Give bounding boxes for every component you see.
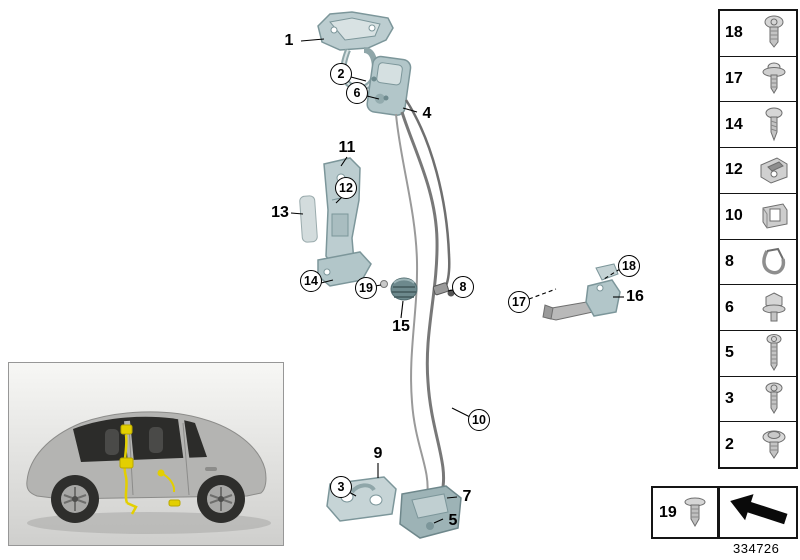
car-photo-art — [9, 363, 283, 545]
legend-item-label: 10 — [725, 207, 743, 225]
callout-6[interactable]: 6 — [346, 82, 368, 104]
car-location-thumbnail — [8, 362, 284, 546]
legend-row-17[interactable]: 17 — [720, 57, 796, 103]
callout-5[interactable]: 5 — [448, 512, 458, 529]
callout-1[interactable]: 1 — [284, 32, 294, 49]
callout-4[interactable]: 4 — [422, 105, 432, 122]
callout-7[interactable]: 7 — [462, 488, 472, 505]
legend-item-label: 2 — [725, 435, 734, 453]
legend-row-14[interactable]: 14 — [720, 102, 796, 149]
callout-2[interactable]: 2 — [330, 63, 352, 85]
legend-item-label: 5 — [725, 344, 734, 362]
spring-clip-icon — [755, 246, 793, 278]
callout-3[interactable]: 3 — [330, 476, 352, 498]
legend-item-label: 3 — [725, 389, 734, 407]
torx-screw-icon — [755, 14, 793, 52]
legend-row-8[interactable]: 8 — [720, 240, 796, 286]
expanding-rivet-icon — [677, 496, 713, 530]
direction-arrow-icon — [725, 489, 791, 536]
legend-item-label: 14 — [725, 115, 743, 133]
diagram-number: 334726 — [733, 541, 780, 556]
legend-row-2[interactable]: 2 — [720, 422, 796, 467]
legend-item-label: 17 — [725, 70, 743, 88]
legend-row-10[interactable]: 10 — [720, 194, 796, 240]
hex-flange-bolt-icon — [755, 291, 793, 325]
callout-10[interactable]: 10 — [468, 409, 490, 431]
callout-8[interactable]: 8 — [452, 276, 474, 298]
callout-16[interactable]: 16 — [626, 288, 644, 305]
legend-row-12[interactable]: 12 — [720, 148, 796, 194]
body-screw-icon — [755, 428, 793, 462]
legend-item-label: 8 — [725, 252, 734, 270]
clip-nut-icon — [755, 154, 793, 186]
callout-18[interactable]: 18 — [618, 255, 640, 277]
callout-12[interactable]: 12 — [335, 177, 357, 199]
legend-item-label: 12 — [725, 161, 743, 179]
legend-row-19[interactable]: 19 — [651, 486, 719, 539]
torx-pan-screw-icon — [755, 381, 793, 417]
callout-15[interactable]: 15 — [392, 318, 410, 335]
callout-11[interactable]: 11 — [338, 139, 356, 156]
callout-9[interactable]: 9 — [373, 445, 383, 462]
callout-13[interactable]: 13 — [271, 204, 289, 221]
highlighted-lock-parts — [119, 424, 181, 515]
legend-row-5[interactable]: 5 — [720, 331, 796, 377]
legend-item-label: 6 — [725, 298, 734, 316]
legend-item-label: 18 — [725, 24, 743, 42]
callout-19[interactable]: 19 — [355, 277, 377, 299]
tapping-screw-icon — [755, 106, 793, 144]
legend-row-3[interactable]: 3 — [720, 377, 796, 423]
callout-14[interactable]: 14 — [300, 270, 322, 292]
legend-row-18[interactable]: 18 — [720, 11, 796, 57]
cage-clamp-icon — [755, 200, 793, 232]
legend-item-label: 19 — [659, 503, 677, 521]
callout-17[interactable]: 17 — [508, 291, 530, 313]
legend-row-6[interactable]: 6 — [720, 285, 796, 331]
fastener-legend: 18 17 14 — [718, 9, 798, 469]
direction-arrow-box — [718, 486, 798, 539]
flange-screw-icon — [755, 60, 793, 98]
pan-head-screw-icon — [755, 333, 793, 373]
